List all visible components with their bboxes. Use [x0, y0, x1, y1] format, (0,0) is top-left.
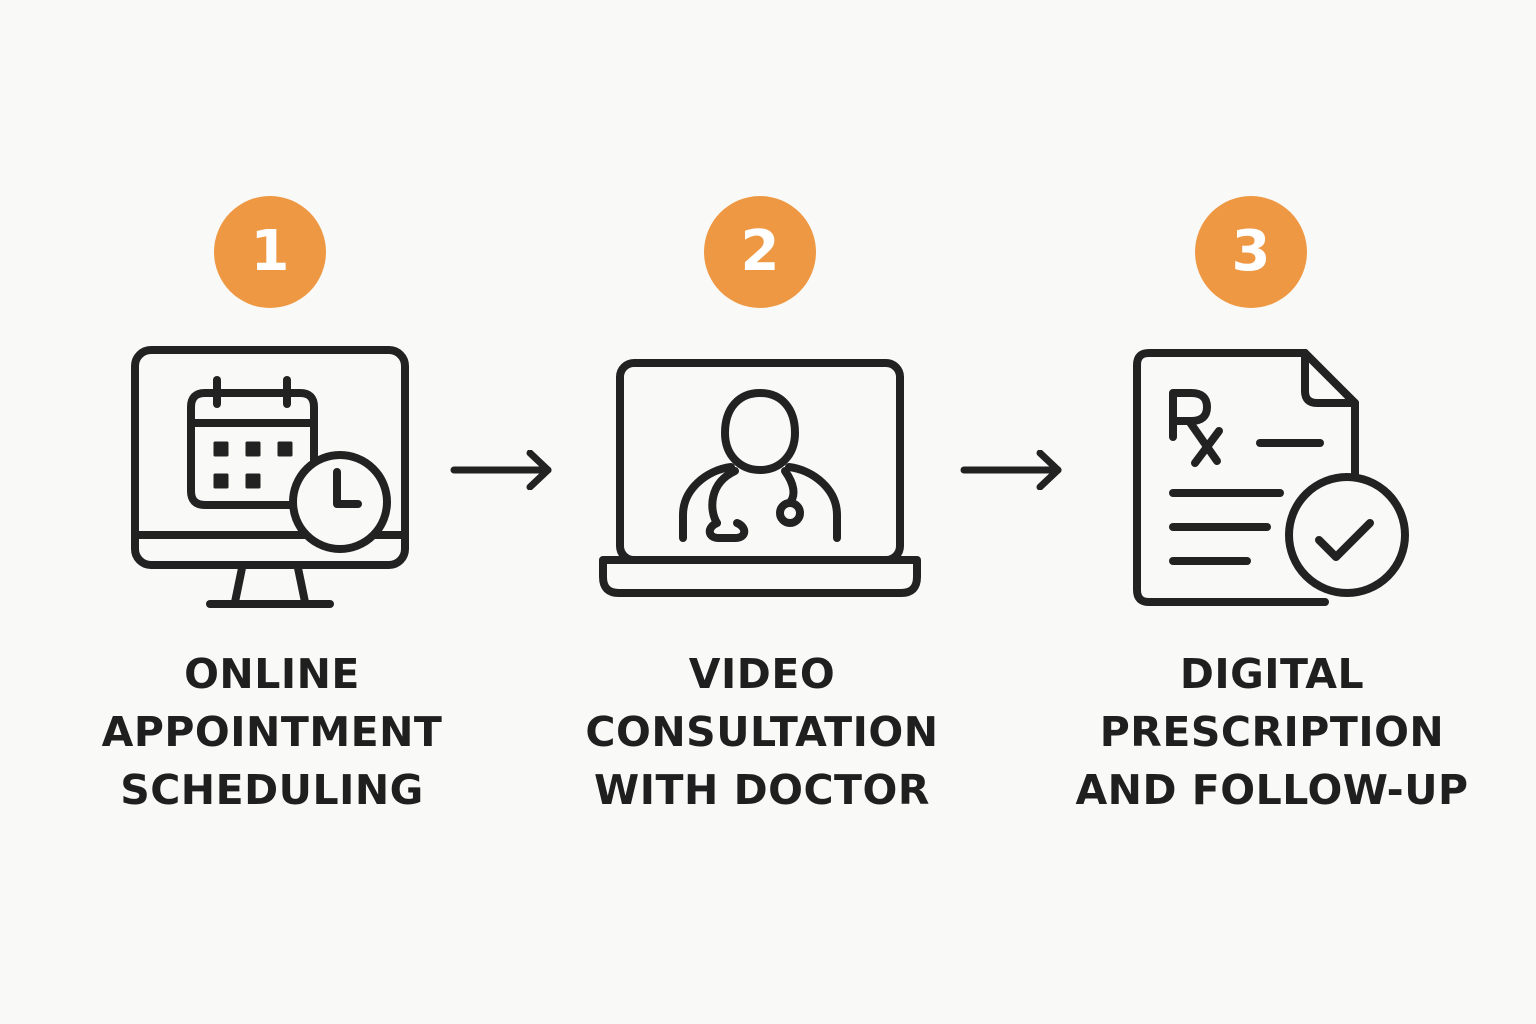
step-1-label-line: ONLINE — [184, 650, 360, 698]
step-2-label-line: WITH DOCTOR — [594, 766, 930, 814]
step-1-number-badge: 1 — [214, 196, 326, 308]
step-3-label-line: AND FOLLOW-UP — [1075, 766, 1469, 814]
step-2-number-badge: 2 — [704, 196, 816, 308]
step-3-label-line: DIGITAL — [1179, 650, 1365, 698]
step-1-label: ONLINE APPOINTMENT SCHEDULING — [52, 645, 492, 819]
step-1-label-line: APPOINTMENT — [101, 708, 443, 756]
prescription-checkmark-icon — [1125, 345, 1420, 615]
step-2-label-line: VIDEO — [688, 650, 836, 698]
arrow-right-icon — [450, 449, 562, 491]
step-1-label-line: SCHEDULING — [120, 766, 424, 814]
step-3-label: DIGITAL PRESCRIPTION AND FOLLOW-UP — [1052, 645, 1492, 819]
laptop-doctor-icon — [595, 355, 925, 600]
step-2-label-line: CONSULTATION — [585, 708, 939, 756]
step-3-label-line: PRESCRIPTION — [1099, 708, 1445, 756]
step-3-number-badge: 3 — [1195, 196, 1307, 308]
arrow-right-icon — [960, 449, 1072, 491]
computer-calendar-clock-icon — [125, 340, 415, 615]
step-2-label: VIDEO CONSULTATION WITH DOCTOR — [542, 645, 982, 819]
